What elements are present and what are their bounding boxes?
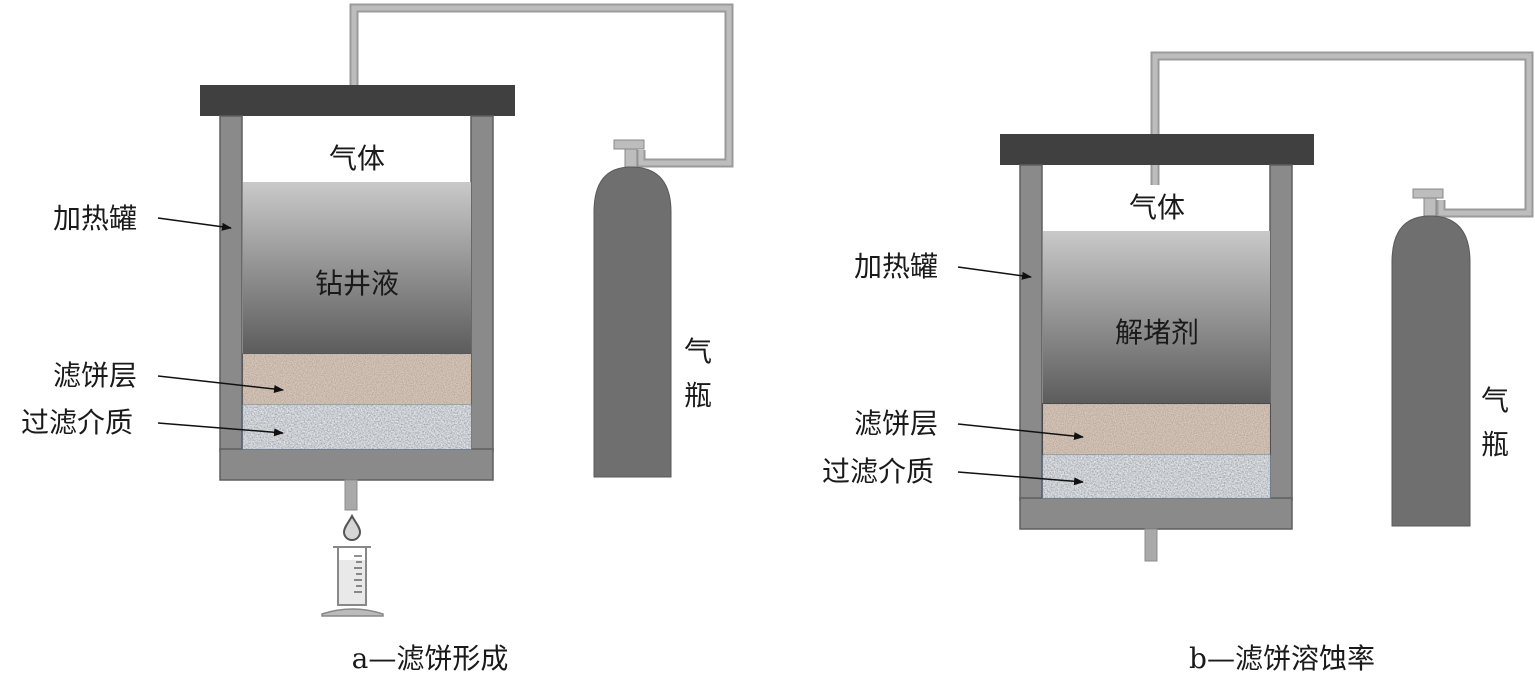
- liquid-a: [243, 182, 471, 354]
- media-label-b: 过滤介质: [822, 455, 934, 488]
- tank-wall-right-a: [470, 115, 494, 452]
- liquid-label-a: 钻井液: [315, 267, 399, 300]
- filter-cake-b: [1043, 404, 1270, 455]
- cylinder-label-2-b: 瓶: [1481, 428, 1509, 461]
- tank-label-a: 加热罐: [53, 202, 137, 235]
- arrow-cake-b: [957, 423, 1084, 441]
- arrow-tank-a: [157, 217, 232, 231]
- lid-b: [1000, 134, 1314, 165]
- arrow-media-a: [157, 422, 284, 437]
- tank-wall-left-b: [1019, 164, 1043, 501]
- graduated-cylinder-icon: [321, 546, 384, 617]
- gas-label-b: 气体: [1129, 191, 1185, 224]
- outlet-pipe-a: [344, 479, 358, 511]
- tank-bottom-a: [219, 448, 494, 481]
- diagram-a: 气体 钻井液 加热罐 滤饼层 过滤介质 气 瓶 a—滤饼形成: [21, 3, 734, 675]
- gas-label-a: 气体: [329, 142, 385, 175]
- arrow-media-b: [957, 471, 1084, 486]
- caption-a: a—滤饼形成: [352, 642, 509, 675]
- tank-wall-left-a: [219, 115, 243, 452]
- tank-label-b: 加热罐: [854, 250, 938, 283]
- droplet-icon: [342, 513, 362, 541]
- arrow-cake-a: [157, 375, 284, 393]
- filter-cake-a: [243, 354, 471, 405]
- arrow-tank-b: [957, 266, 1032, 280]
- caption-b: b—滤饼溶蚀率: [1189, 642, 1375, 675]
- filter-media-b: [1043, 455, 1270, 498]
- cylinder-label-1-b: 气: [1481, 384, 1509, 417]
- cylinder-label-2-a: 瓶: [684, 379, 712, 412]
- liquid-label-b: 解堵剂: [1115, 316, 1199, 349]
- liquid-b: [1043, 231, 1270, 404]
- cake-label-a: 滤饼层: [53, 359, 137, 392]
- tank-wall-right-b: [1269, 164, 1293, 501]
- filter-media-a: [243, 405, 471, 449]
- cylinder-label-1-a: 气: [684, 335, 712, 368]
- lid-a: [200, 85, 515, 116]
- cake-label-b: 滤饼层: [854, 407, 938, 440]
- outlet-pipe-b: [1144, 528, 1158, 562]
- media-label-a: 过滤介质: [21, 406, 133, 439]
- tank-bottom-b: [1019, 497, 1293, 530]
- gas-cylinder-b: [1391, 188, 1471, 527]
- gas-cylinder-a: [593, 139, 672, 478]
- diagram-b: 气体 解堵剂 加热罐 滤饼层 过滤介质 气 瓶 b—滤饼溶蚀率: [822, 51, 1534, 675]
